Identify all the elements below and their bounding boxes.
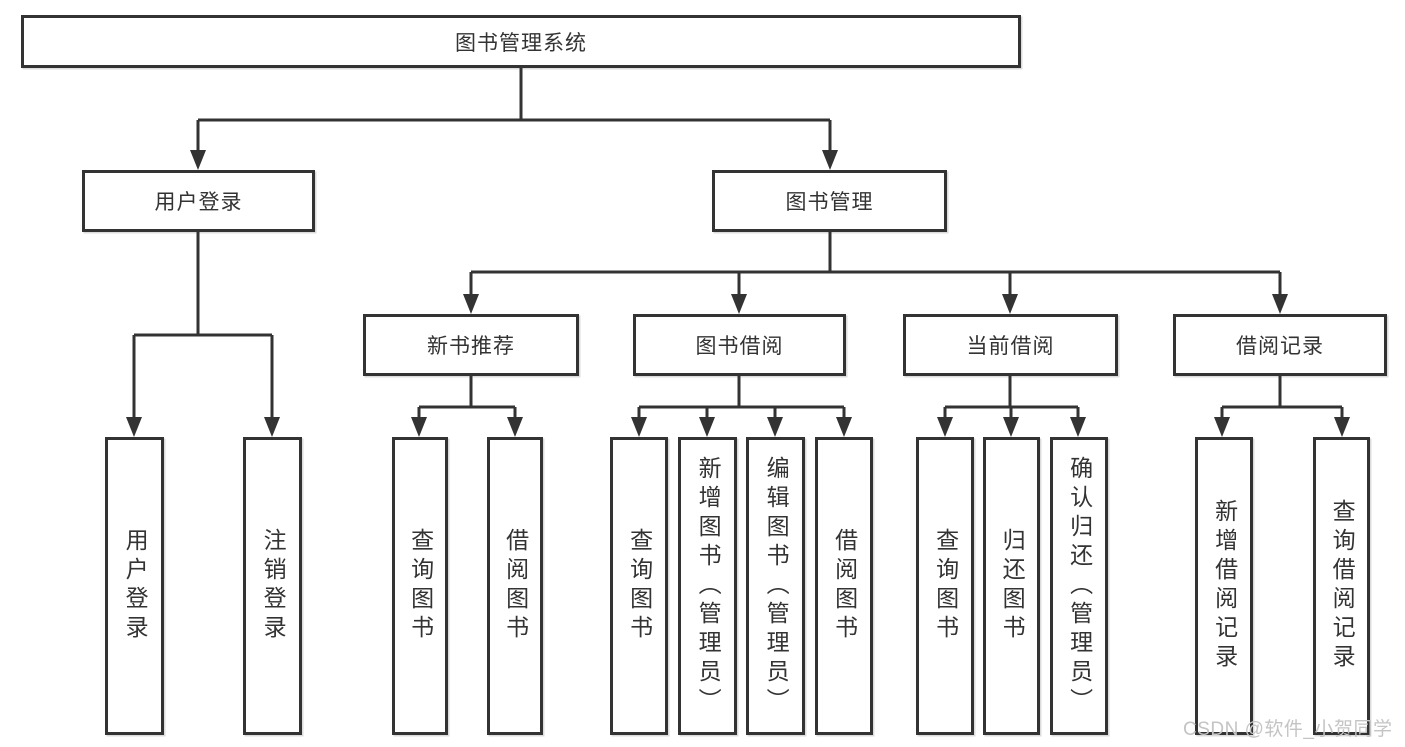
leaf-query-borrow-record: 查询借阅记录	[1313, 437, 1370, 735]
node-current-borrow: 当前借阅	[903, 314, 1118, 376]
leaf-logout: 注销登录	[243, 437, 302, 735]
node-library-system: 图书管理系统	[21, 15, 1021, 68]
leaf-add-borrow-record: 新增借阅记录	[1195, 437, 1253, 735]
node-new-book-recommend: 新书推荐	[363, 314, 579, 376]
leaf-query-books-current-label: 查询图书	[932, 528, 959, 644]
leaf-edit-book-admin: 编辑图书（管理员）	[746, 437, 805, 735]
leaf-borrow-books-borrow: 借阅图书	[815, 437, 873, 735]
leaf-query-borrow-record-label: 查询借阅记录	[1329, 499, 1356, 673]
leaf-return-books: 归还图书	[983, 437, 1040, 735]
leaf-borrow-books-recommend: 借阅图书	[487, 437, 543, 735]
leaf-query-books-recommend: 查询图书	[392, 437, 448, 735]
node-user-login: 用户登录	[82, 170, 315, 232]
leaf-query-books-recommend-label: 查询图书	[407, 528, 434, 644]
leaf-user-login: 用户登录	[105, 437, 164, 735]
leaf-query-books-borrow-label: 查询图书	[626, 528, 653, 644]
leaf-logout-label: 注销登录	[260, 528, 287, 644]
leaf-borrow-books-recommend-label: 借阅图书	[502, 528, 529, 644]
leaf-query-books-current: 查询图书	[916, 437, 974, 735]
node-borrow-records: 借阅记录	[1173, 314, 1387, 376]
node-book-borrow: 图书借阅	[633, 314, 846, 376]
leaf-confirm-return-admin: 确认归还（管理员）	[1050, 437, 1108, 735]
leaf-edit-book-admin-label: 编辑图书（管理员）	[763, 455, 790, 717]
csdn-watermark: CSDN @软件_小贺同学	[1183, 719, 1393, 740]
node-book-management: 图书管理	[712, 170, 947, 232]
leaf-query-books-borrow: 查询图书	[610, 437, 668, 735]
leaf-add-borrow-record-label: 新增借阅记录	[1211, 499, 1238, 673]
leaf-return-books-label: 归还图书	[999, 528, 1026, 644]
leaf-add-book-admin: 新增图书（管理员）	[678, 437, 737, 735]
leaf-confirm-return-admin-label: 确认归还（管理员）	[1066, 455, 1093, 717]
leaf-user-login-label: 用户登录	[122, 528, 149, 644]
leaf-add-book-admin-label: 新增图书（管理员）	[695, 455, 722, 717]
leaf-borrow-books-borrow-label: 借阅图书	[831, 528, 858, 644]
